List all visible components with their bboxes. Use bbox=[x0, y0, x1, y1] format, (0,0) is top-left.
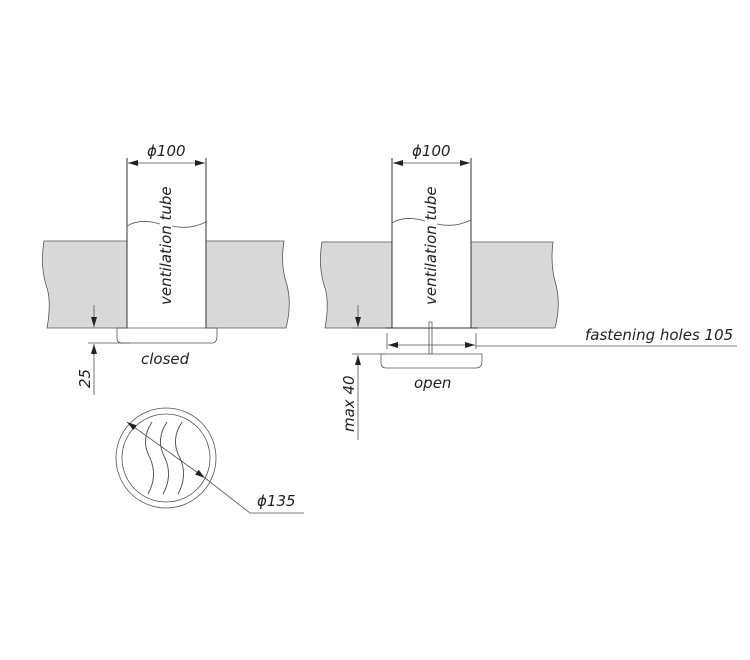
front-view: ϕ135 bbox=[115, 407, 304, 514]
fastening-holes-label: fastening holes 105 bbox=[585, 326, 733, 344]
max-gap-label: max 40 bbox=[340, 375, 358, 432]
tube-break-line bbox=[126, 221, 207, 228]
tube-label: ventilation tube bbox=[422, 186, 440, 305]
gap-label: 25 bbox=[76, 369, 94, 388]
diffuser-cap-open bbox=[380, 353, 483, 369]
diameter-label: ϕ100 bbox=[147, 142, 186, 160]
ceiling-slab-left bbox=[320, 241, 393, 329]
state-label-open: open bbox=[414, 374, 451, 392]
diffuser-cap-closed bbox=[116, 327, 218, 344]
tube-label: ventilation tube bbox=[157, 186, 175, 305]
mounting-stem bbox=[428, 321, 433, 355]
front-diameter-label: ϕ135 bbox=[257, 492, 296, 510]
open-view: ϕ100 ventilation tube fastening holes 10… bbox=[320, 142, 737, 440]
state-label-closed: closed bbox=[141, 350, 190, 368]
closed-view: ϕ100 ventilation tube 25 closed bbox=[42, 142, 290, 395]
ceiling-slab-right bbox=[470, 241, 559, 329]
ceiling-slab-right bbox=[205, 240, 290, 329]
tube-break-line bbox=[391, 218, 472, 226]
airflow-slots-icon bbox=[145, 421, 184, 495]
ceiling-slab-left bbox=[42, 240, 128, 329]
diameter-label: ϕ100 bbox=[412, 142, 451, 160]
